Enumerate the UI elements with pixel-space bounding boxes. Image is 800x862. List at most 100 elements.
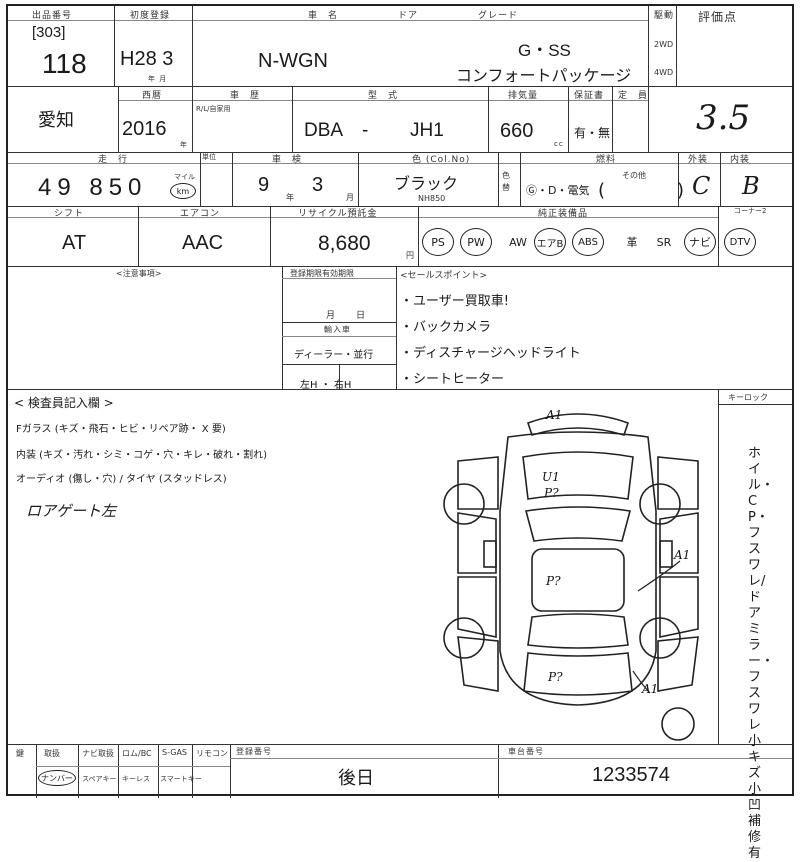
footer-keyless: キーレス xyxy=(122,775,150,783)
lot-number: 118 xyxy=(42,48,87,79)
displacement-label: 排気量 xyxy=(508,91,539,101)
wheel-rear-right xyxy=(639,617,681,659)
inspector-title: < 検査員記入欄 > xyxy=(14,396,114,410)
type-prefix: DBA xyxy=(304,120,344,141)
equipment-item: AW xyxy=(509,235,527,249)
right-rear-door xyxy=(659,576,699,638)
spare-wheel xyxy=(661,707,695,741)
left-rear-door xyxy=(457,576,497,638)
footer-spare-key: スペアキー xyxy=(82,775,117,783)
lot-label: 出品番号 xyxy=(32,11,73,21)
mileage-unit-alt: マイル xyxy=(174,173,195,181)
sales-point: ・ディスチャージヘッドライト xyxy=(400,346,581,361)
model-year: 2016 xyxy=(122,118,167,140)
reg-label: 登録番号 xyxy=(236,747,272,756)
ac-label: エアコン xyxy=(180,209,221,219)
interior-grade: B xyxy=(742,172,760,200)
recycle-label: リサイクル預託金 xyxy=(298,209,378,219)
score-value: 3.5 xyxy=(696,98,751,138)
auction-sheet: 出品番号 [303] 118 初度登録 H28 3 年 月 車 名 ドア グレー… xyxy=(6,4,794,861)
damage-mark: U1 xyxy=(542,470,560,484)
sales-point: ・シートヒーター xyxy=(400,372,505,387)
deadline-unit: 月 日 xyxy=(326,311,367,321)
year-label: 西暦 xyxy=(142,91,163,101)
right-rear-fender xyxy=(657,636,699,692)
car-history-sub: R/L/自家用 xyxy=(196,105,231,113)
ac-value: AAC xyxy=(182,232,224,254)
unit-label: 単位 xyxy=(202,153,216,161)
sales-point: ・バックカメラ xyxy=(400,320,492,335)
shift-label: シフト xyxy=(54,209,85,219)
rear-window xyxy=(527,613,629,649)
damage-mark: A1 xyxy=(673,548,690,562)
equipment-item: PS xyxy=(422,228,454,256)
footer-smart-key: スマートキー xyxy=(160,775,202,783)
color-change-label: 色替 xyxy=(502,171,511,192)
damage-mark: P? xyxy=(547,670,563,684)
type-label: 型 式 xyxy=(368,91,399,101)
left-front-door xyxy=(457,512,497,574)
hood xyxy=(522,451,634,500)
rear-hatch xyxy=(523,652,633,696)
car-history-label: 車 歴 xyxy=(230,91,261,101)
left-front-fender xyxy=(457,456,499,510)
car-damage-diagram: A1 U1 P? P? A1 A1 A1 P? xyxy=(443,408,699,741)
grade-line2: コンフォートパッケージ xyxy=(456,66,632,85)
keyless-label: キーロック xyxy=(728,393,768,402)
first-reg-label: 初度登録 xyxy=(130,11,171,21)
footer-plate: ナンバー xyxy=(38,770,76,786)
roof xyxy=(531,548,625,612)
equipment-item: PW xyxy=(460,228,492,256)
inspector-line2: 内装 (キズ・汚れ・シミ・コゲ・穴・キレ・破れ・割れ) xyxy=(16,450,267,461)
equipment-item: ナビ xyxy=(684,228,716,256)
color-name: ブラック xyxy=(394,174,459,193)
type-code: JH1 xyxy=(410,120,444,141)
left-mirror xyxy=(483,540,497,568)
handle-options: 左H ・ 右H xyxy=(300,380,352,391)
exterior-grade: C xyxy=(692,172,711,200)
equipment-label: 純正装備品 xyxy=(538,209,589,219)
wheel-front-right xyxy=(639,483,681,525)
shift-value: AT xyxy=(62,232,87,254)
seats-label: 定 員 xyxy=(618,91,649,101)
year-unit: 年 xyxy=(180,141,188,149)
type-dash: - xyxy=(362,120,369,141)
recycle-fee: 8,680 xyxy=(318,232,371,255)
handwritten-note: ロアゲート左 xyxy=(26,502,117,520)
footer-remote: リモコン xyxy=(196,749,228,758)
warranty: 有・無 xyxy=(574,126,611,140)
deadline-label: 登録期限有効期限 xyxy=(290,269,354,278)
damage-mark: A1 xyxy=(545,408,562,422)
caution-label: <注意事項> xyxy=(116,269,162,278)
drive-2wd: 2WD xyxy=(654,40,674,49)
equipment-item: SR xyxy=(656,235,672,249)
grade-line1: G・SS xyxy=(518,41,571,60)
lot-code: [303] xyxy=(32,24,66,41)
displacement: 660 xyxy=(500,120,534,142)
equipment-item: 革 xyxy=(626,236,638,249)
fuel-other-paren: ( ) xyxy=(598,180,685,201)
model-name: N-WGN xyxy=(258,50,328,72)
drive-label: 駆動 xyxy=(654,11,675,21)
windshield xyxy=(524,506,632,542)
chassis-label: 車台番号 xyxy=(508,747,544,756)
grade-label: グレード xyxy=(478,11,519,21)
fuel-other-label: その他 xyxy=(622,171,646,180)
exterior-label: 外装 xyxy=(688,155,709,165)
inspection-year: 9 xyxy=(258,174,270,196)
damage-mark: A1 xyxy=(641,682,658,696)
warranty-label: 保証書 xyxy=(574,91,605,101)
inspector-line1: Fガラス (キズ・飛石・ヒビ・リペア跡・ X 要) xyxy=(16,424,226,435)
recycle-unit: 円 xyxy=(406,251,415,260)
chassis-number: 1233574 xyxy=(592,764,670,786)
sales-label: <セールスポイント> xyxy=(400,271,488,281)
import-label: 輸入車 xyxy=(324,325,351,334)
equipment-item: エアB xyxy=(534,228,566,256)
displacement-unit: cc xyxy=(554,140,564,148)
mileage-unit-km: km xyxy=(170,183,196,199)
sales-points: ・ユーザー買取車! ・バックカメラ ・ディスチャージヘッドライト ・シートヒータ… xyxy=(400,289,581,393)
footer-key: 鍵 xyxy=(16,749,24,758)
region: 愛知 xyxy=(38,110,74,131)
score-label: 評価点 xyxy=(698,10,738,24)
first-reg-value: H28 3 xyxy=(120,48,174,70)
